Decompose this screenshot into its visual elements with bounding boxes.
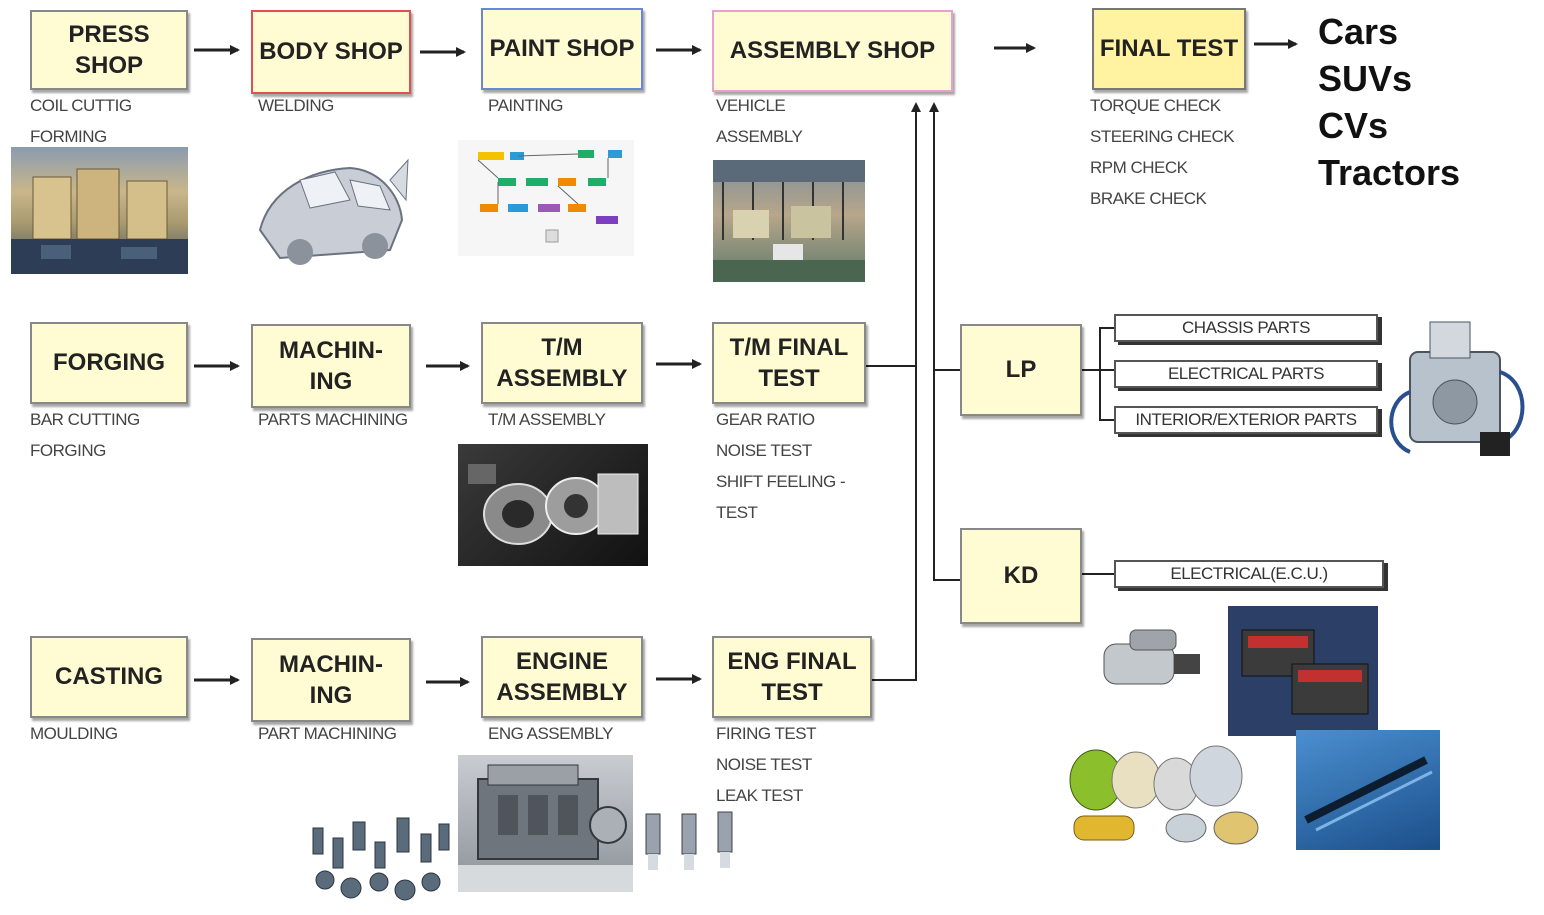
step-text: BRAKE CHECK xyxy=(1090,189,1207,208)
kd-part-ecu: ELECTRICAL(E.C.U.) xyxy=(1114,560,1384,588)
step-text: TORQUE CHECK xyxy=(1090,96,1221,115)
assembly-shop-box: ASSEMBLY SHOP xyxy=(712,10,953,92)
step-text: BAR CUTTING xyxy=(30,410,140,429)
step-text: STEERING CHECK xyxy=(1090,127,1235,146)
filters-photo xyxy=(1066,736,1270,848)
starter-motor-photo xyxy=(1090,622,1206,706)
lp-part-electrical: ELECTRICAL PARTS xyxy=(1114,360,1378,388)
line-lp-chassis xyxy=(1099,327,1114,370)
step-text: ASSEMBLY xyxy=(716,127,803,146)
engine-photo xyxy=(458,755,633,892)
product-list: Cars SUVs CVs Tractors xyxy=(1318,8,1460,196)
tm-assembly-box: T/M ASSEMBLY xyxy=(481,322,643,404)
machining-steps-bottom: PART MACHINING xyxy=(258,718,397,749)
press-shop-box: PRESS SHOP xyxy=(30,10,188,90)
step-text: NOISE TEST xyxy=(716,441,812,460)
assembly-line-photo xyxy=(713,160,865,282)
step-text: VEHICLE xyxy=(716,96,786,115)
valve-parts-photo xyxy=(305,808,457,912)
body-shop-steps: WELDING xyxy=(258,90,334,121)
step-text: TEST xyxy=(716,503,758,522)
line-lp-kd-to-assembly xyxy=(929,102,960,371)
forging-steps: BAR CUTTING FORGING xyxy=(30,404,140,466)
step-text: COIL CUTTIG xyxy=(30,96,132,115)
step-text: PAINTING xyxy=(488,96,564,115)
lp-part-chassis: CHASSIS PARTS xyxy=(1114,314,1378,342)
line-tm-to-assembly xyxy=(866,102,921,367)
final-test-steps: TORQUE CHECK STEERING CHECK RPM CHECK BR… xyxy=(1090,90,1235,214)
step-text: MOULDING xyxy=(30,724,118,743)
line-kd-feed xyxy=(933,370,960,581)
press-shop-steps: COIL CUTTIG FORMING xyxy=(30,90,132,152)
step-text: WELDING xyxy=(258,96,334,115)
casting-steps: MOULDING xyxy=(30,718,118,749)
step-text: FORGING xyxy=(30,441,106,460)
casting-box: CASTING xyxy=(30,636,188,718)
machining-box-bottom: MACHIN- ING xyxy=(251,638,411,722)
step-text: RPM CHECK xyxy=(1090,158,1188,177)
eng-final-steps: FIRING TEST NOISE TEST LEAK TEST xyxy=(716,718,816,811)
step-text: FIRING TEST xyxy=(716,724,816,743)
fuel-pump-photo xyxy=(1380,312,1540,476)
step-text: SHIFT FEELING - xyxy=(716,472,846,491)
step-text: PART MACHINING xyxy=(258,724,397,743)
machining-steps-middle: PARTS MACHINING xyxy=(258,404,408,435)
final-test-box: FINAL TEST xyxy=(1092,8,1246,90)
body-shop-box: BODY SHOP xyxy=(251,10,411,94)
product-item: SUVs xyxy=(1318,58,1413,99)
painting-process-photo xyxy=(458,140,634,256)
lp-part-interior-exterior: INTERIOR/EXTERIOR PARTS xyxy=(1114,406,1378,434)
transmission-photo xyxy=(458,444,648,566)
spark-plugs-photo xyxy=(638,808,742,878)
line-eng-to-assembly xyxy=(872,366,917,681)
tm-assembly-steps: T/M ASSEMBLY xyxy=(488,404,606,435)
engine-assembly-box: ENGINE ASSEMBLY xyxy=(481,636,643,718)
wiper-blade-photo xyxy=(1296,730,1440,850)
product-item: Cars xyxy=(1318,11,1399,52)
car-body-photo xyxy=(240,140,410,270)
line-lp-interior xyxy=(1099,370,1114,421)
assembly-shop-steps: VEHICLE ASSEMBLY xyxy=(716,90,803,152)
step-text: T/M ASSEMBLY xyxy=(488,410,606,429)
step-text: GEAR RATIO xyxy=(716,410,815,429)
forging-box: FORGING xyxy=(30,322,188,404)
kd-box: KD xyxy=(960,528,1082,624)
tm-final-steps: GEAR RATIO NOISE TEST SHIFT FEELING - TE… xyxy=(716,404,846,528)
product-item: Tractors xyxy=(1318,152,1461,193)
product-item: CVs xyxy=(1318,105,1389,146)
lp-box: LP xyxy=(960,324,1082,416)
eng-final-test-box: ENG FINAL TEST xyxy=(712,636,872,718)
paint-shop-steps: PAINTING xyxy=(488,90,564,121)
step-text: PARTS MACHINING xyxy=(258,410,408,429)
tm-final-test-box: T/M FINAL TEST xyxy=(712,322,866,404)
step-text: ENG ASSEMBLY xyxy=(488,724,614,743)
step-text: LEAK TEST xyxy=(716,786,803,805)
step-text: NOISE TEST xyxy=(716,755,812,774)
batteries-photo xyxy=(1228,606,1378,736)
machining-box-middle: MACHIN- ING xyxy=(251,324,411,408)
paint-shop-box: PAINT SHOP xyxy=(481,8,643,90)
engine-assembly-steps: ENG ASSEMBLY xyxy=(488,718,614,749)
press-shop-photo xyxy=(11,147,188,274)
step-text: FORMING xyxy=(30,127,107,146)
